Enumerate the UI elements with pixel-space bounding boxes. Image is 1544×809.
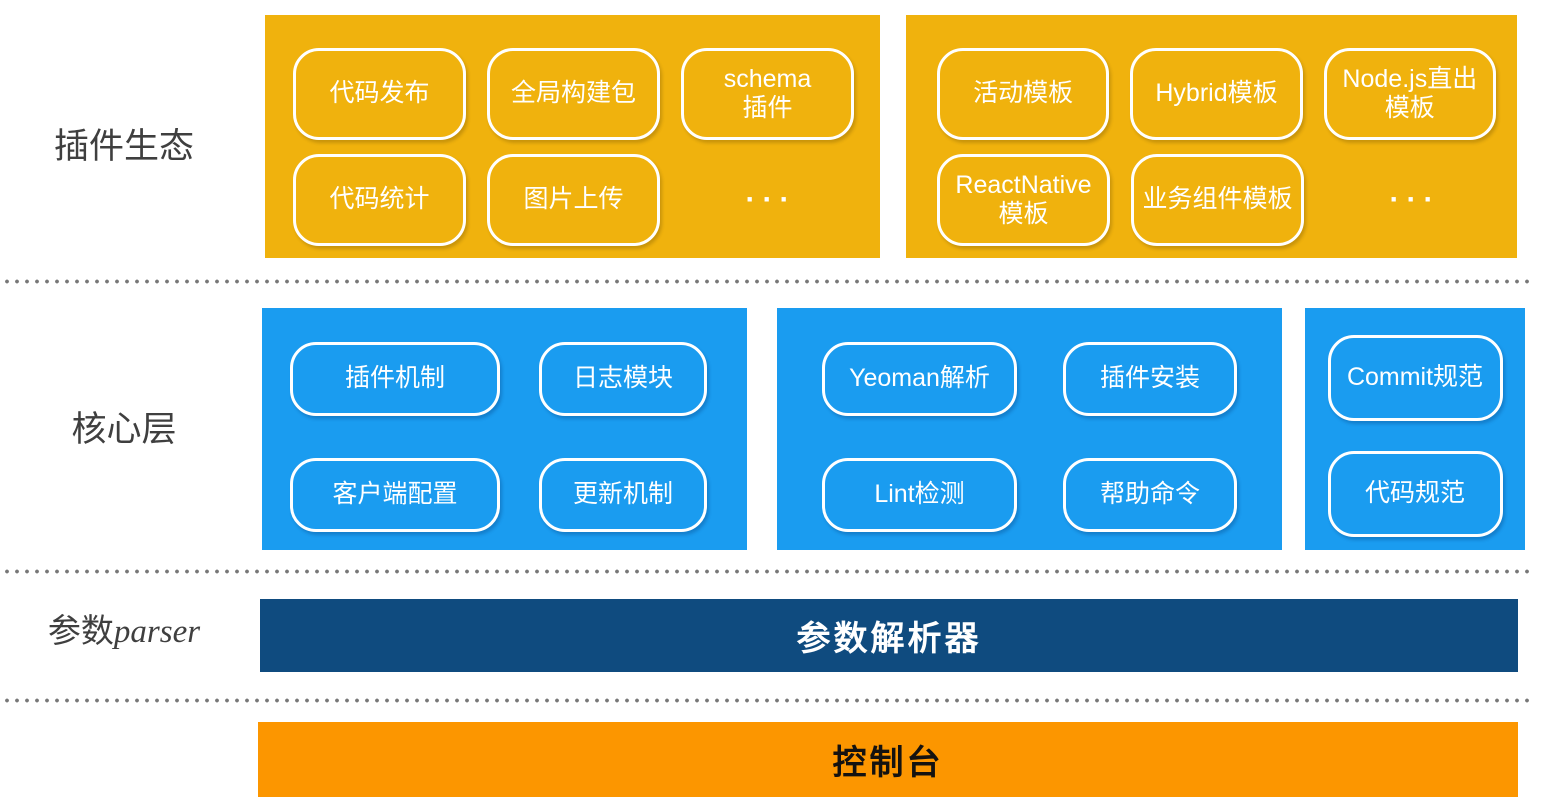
pill-plugin-install: 插件安装 — [1063, 342, 1237, 416]
ecosystem-left-panel: 代码发布 全局构建包 schema 插件 代码统计 图片上传 ··· — [265, 15, 880, 258]
ecosystem-right-panel: 活动模板 Hybrid模板 Node.js直出 模板 ReactNative 模… — [906, 15, 1517, 258]
pill-yeoman-parse: Yeoman解析 — [822, 342, 1017, 416]
pill-client-config: 客户端配置 — [290, 458, 500, 532]
more-ellipsis: ··· — [1389, 183, 1441, 216]
pill-row: Yeoman解析 插件安装 — [822, 342, 1282, 416]
pill-plugin-mechanism: 插件机制 — [290, 342, 500, 416]
pill-commit-standard: Commit规范 — [1327, 335, 1503, 421]
core-panel-commands: Yeoman解析 插件安装 Lint检测 帮助命令 — [777, 308, 1282, 550]
pill-log-module: 日志模块 — [539, 342, 707, 416]
layer-label-ecosystem: 插件生态 — [53, 127, 194, 166]
dotted-separator — [2, 698, 1530, 703]
layer-label-parser-cn: 参数 — [47, 614, 114, 650]
pill-row: Commit规范 — [1305, 335, 1525, 421]
pill-row: 代码规范 — [1305, 451, 1525, 537]
core-panel-client: 插件机制 日志模块 客户端配置 更新机制 — [262, 308, 747, 550]
pill-hybrid-template: Hybrid模板 — [1130, 48, 1303, 140]
pill-row: 插件机制 日志模块 — [290, 342, 747, 416]
pill-activity-template: 活动模板 — [937, 48, 1110, 140]
layer-label-parser-en: parser — [113, 614, 201, 650]
pill-schema-plugin: schema 插件 — [681, 48, 854, 140]
pill-help-command: 帮助命令 — [1063, 458, 1237, 532]
pill-image-upload: 图片上传 — [487, 154, 660, 246]
pill-row: 代码统计 图片上传 ··· — [293, 154, 880, 246]
parser-bar: 参数解析器 — [260, 599, 1518, 672]
pill-reactnative-template: ReactNative 模板 — [937, 154, 1110, 246]
pill-row: ReactNative 模板 业务组件模板 ··· — [937, 154, 1517, 246]
pill-row: 活动模板 Hybrid模板 Node.js直出 模板 — [937, 48, 1517, 140]
core-panel-standards: Commit规范 代码规范 — [1305, 308, 1525, 550]
pill-code-stats: 代码统计 — [293, 154, 466, 246]
pill-global-build-pack: 全局构建包 — [487, 48, 660, 140]
dotted-separator — [2, 279, 1530, 284]
pill-row: 客户端配置 更新机制 — [290, 458, 747, 532]
pill-code-standard: 代码规范 — [1327, 451, 1503, 537]
pill-business-component-template: 业务组件模板 — [1131, 154, 1304, 246]
more-ellipsis: ··· — [745, 183, 797, 216]
pill-code-release: 代码发布 — [293, 48, 466, 140]
pill-lint-check: Lint检测 — [822, 458, 1017, 532]
dotted-separator — [2, 569, 1530, 574]
console-bar: 控制台 — [258, 722, 1518, 797]
pill-update-mechanism: 更新机制 — [539, 458, 707, 532]
layer-label-parser: 参数parser — [0, 609, 248, 655]
pill-nodejs-ssr-template: Node.js直出 模板 — [1323, 48, 1496, 140]
layer-label-core: 核心层 — [71, 410, 177, 449]
pill-row: Lint检测 帮助命令 — [822, 458, 1282, 532]
pill-row: 代码发布 全局构建包 schema 插件 — [293, 48, 880, 140]
